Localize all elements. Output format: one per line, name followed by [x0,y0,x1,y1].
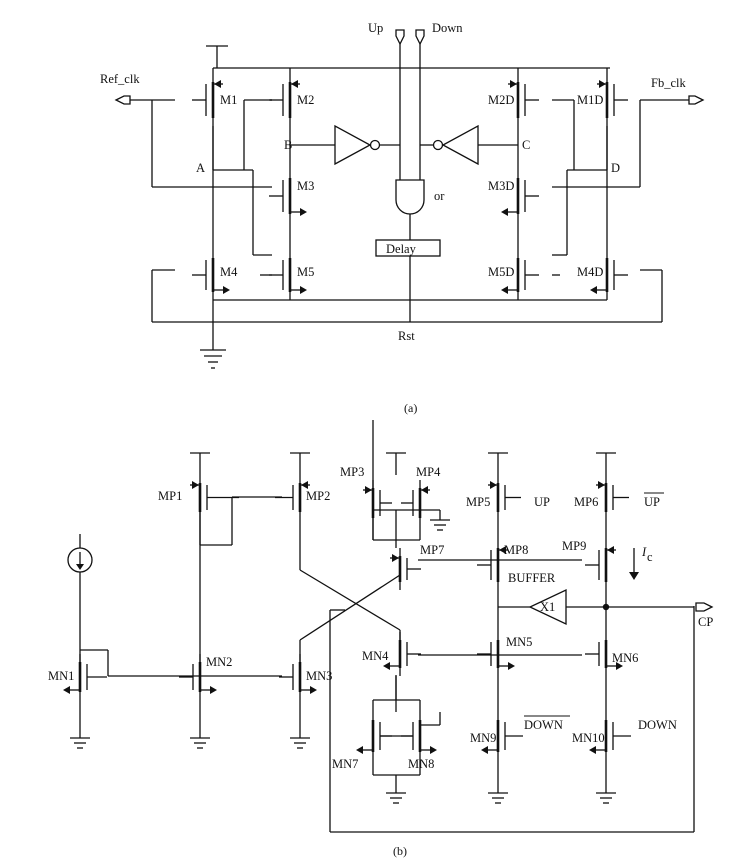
transistor-mn8: MN8 [401,712,437,771]
transistor-m3: M3 [269,170,314,222]
transistor-m1d: M1D [577,74,628,126]
current-label: I [641,545,647,559]
transistor-mp6: MP6 [574,475,629,520]
transistor-m4: M4 [192,250,238,300]
transistor-m1d-label: M1D [577,93,603,107]
buffer-label: BUFFER [508,571,556,585]
node-a-label: A [196,161,205,175]
transistor-mn7-label: MN7 [332,757,358,771]
up-signal-label: UP [534,495,550,509]
transistor-mn9: MN9 [470,712,523,760]
up-label: Up [368,21,383,35]
ref-clk-port [114,95,175,105]
transistor-mn3-label: MN3 [306,669,332,683]
transistor-mp4-label: MP4 [416,465,441,479]
vdd-symbol [206,45,228,68]
current-arrow [629,548,639,580]
down-bar-signal-label: DOWN [524,718,563,732]
transistor-mp5-label: MP5 [466,495,490,509]
transistor-m3-label: M3 [297,179,314,193]
transistor-mp1: MP1 [158,475,239,520]
down-label: Down [432,21,463,35]
delay-label: Delay [386,242,417,256]
transistor-mp3: MP3 [340,465,392,526]
transistor-m5d: M5D [488,250,539,300]
transistor-m4-label: M4 [220,265,238,279]
down-signal-label: DOWN [638,718,677,732]
transistor-mn2: MN2 [179,654,232,700]
transistor-mp3-label: MP3 [340,465,364,479]
rst-label: Rst [398,329,415,343]
inverter-left [334,124,400,166]
transistor-m2d-label: M2D [488,93,514,107]
transistor-mn4: MN4 [362,632,421,676]
transistor-m3d-label: M3D [488,179,514,193]
transistor-mp7-label: MP7 [420,543,444,557]
transistor-mn3: MN3 [279,654,332,700]
current-source [67,534,93,664]
ground-symbol [200,300,226,369]
transistor-mn10-label: MN10 [572,731,605,745]
transistor-mp9-label: MP9 [562,539,586,553]
node-c-label: C [522,138,530,152]
up-bar-signal-label: UP [644,495,660,509]
down-port [415,29,425,180]
transistor-mp7: MP7 [390,543,444,590]
node-d-label: D [611,161,620,175]
transistor-mn4-label: MN4 [362,649,389,663]
transistor-mn8-label: MN8 [408,757,434,771]
node-b-label: B [284,138,292,152]
transistor-m5-label: M5 [297,265,314,279]
transistor-m4d-label: M4D [577,265,603,279]
transistor-mp4: MP4 [401,465,441,526]
transistor-m5d-label: M5D [488,265,514,279]
transistor-mp9: MP9 [562,539,616,590]
fb-clk-port [640,95,705,105]
transistor-mp8-label: MP8 [504,543,528,557]
transistor-m2-label: M2 [297,93,314,107]
inverter-right [420,124,479,166]
transistor-mp6-label: MP6 [574,495,598,509]
transistor-mn1-label: MN1 [48,669,74,683]
transistor-mp1-label: MP1 [158,489,182,503]
transistor-m2: M2 [269,74,314,126]
buffer-amp-label: X1 [540,600,555,614]
current-subscript: c [647,550,653,564]
transistor-mn7: MN7 [332,712,392,771]
up-port [395,29,405,180]
transistor-mn1: MN1 [48,654,107,700]
transistor-m2d: M2D [488,74,539,126]
transistor-m4d: M4D [577,250,628,300]
ref-clk-label: Ref_clk [100,72,140,86]
transistor-mn9-label: MN9 [470,731,496,745]
transistor-m3d: M3D [488,170,539,222]
transistor-m5: M5 [269,250,314,300]
transistor-mn5-label: MN5 [506,635,532,649]
transistor-mn2-label: MN2 [206,655,232,669]
delay-block [375,239,441,257]
cp-output-label: CP [698,615,713,629]
transistor-mp5: MP5 [466,475,521,520]
caption-a: (a) [404,401,417,415]
transistor-mn6-label: MN6 [612,651,638,665]
transistor-mp2: MP2 [275,475,330,520]
transistor-mp2-label: MP2 [306,489,330,503]
buffer-amp [498,588,606,626]
transistor-mp8: MP8 [477,540,528,590]
cp-output-port [695,602,714,612]
or-gate-label: or [434,189,445,203]
caption-b: (b) [393,844,407,858]
transistor-mn10: MN10 [572,712,631,760]
fb-clk-label: Fb_clk [651,76,686,90]
and-gate [395,179,425,240]
transistor-m1-label: M1 [220,93,237,107]
transistor-mn6: MN6 [585,632,638,676]
transistor-m1: M1 [192,74,237,126]
transistor-mn5: MN5 [477,632,532,676]
